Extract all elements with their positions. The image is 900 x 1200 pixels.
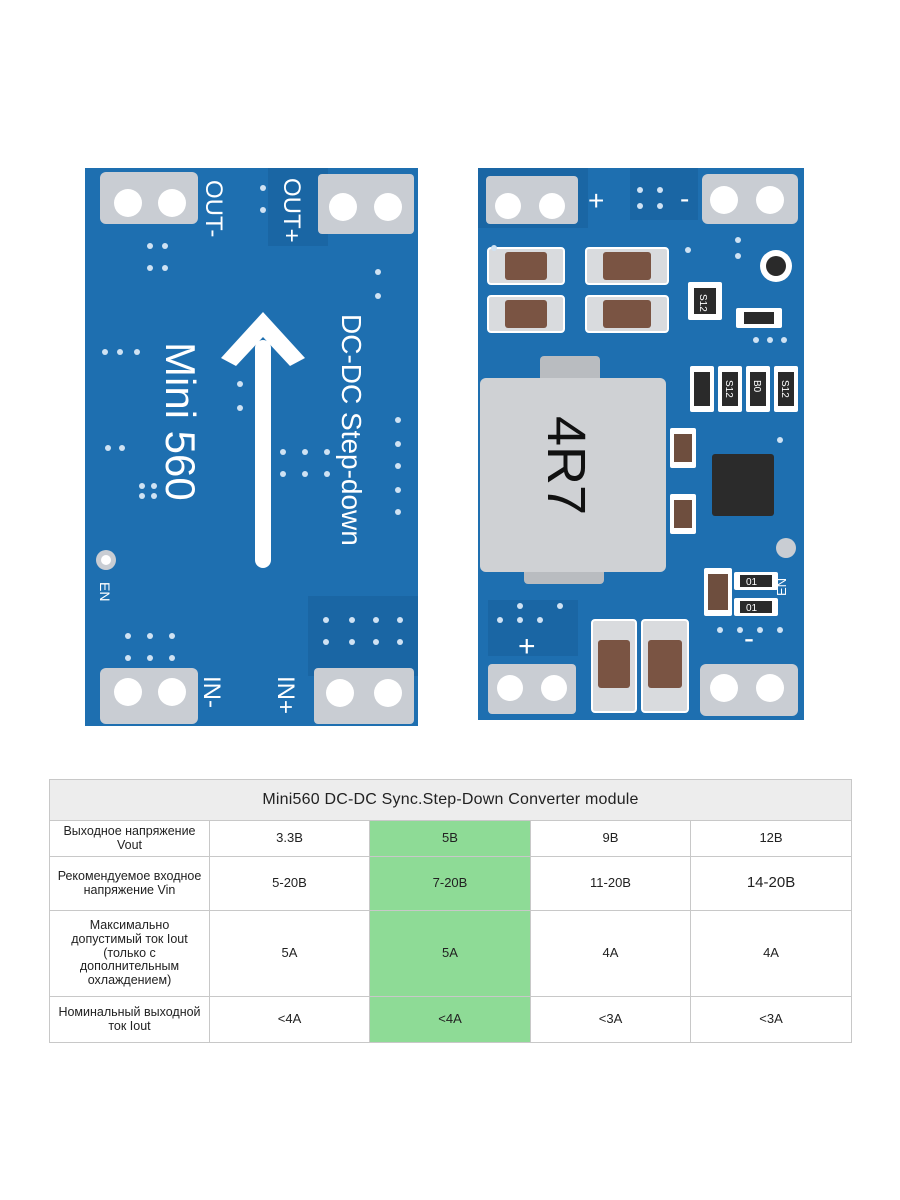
- row-label-vout: Выходное напряжение Vout: [49, 820, 210, 857]
- table-cell: 4А: [530, 910, 691, 997]
- spec-table: Mini560 DC-DC Sync.Step-Down Converter m…: [48, 779, 853, 1043]
- inductor-mark: 4R7: [536, 416, 596, 515]
- resistor-marks: S12 S12 B0 S12 01 01: [697, 294, 790, 614]
- pad-out-plus: [318, 174, 414, 234]
- label-in-minus: IN-: [198, 676, 225, 708]
- left-board: OUT- OUT+ IN- IN+ Mini 560 DC-DC Step-do…: [85, 168, 418, 726]
- svg-text:S12: S12: [779, 380, 790, 398]
- mark-plus-bottom: +: [518, 630, 536, 663]
- table-cell: 5А: [209, 910, 370, 997]
- table-cell-highlighted: 7-20В: [369, 856, 531, 911]
- small-components: [591, 250, 798, 713]
- table-cell-highlighted: 5А: [369, 910, 531, 997]
- table-row: Номинальный выходной ток Iout <4А <4А <3…: [49, 996, 853, 1043]
- mark-minus-bottom: -: [744, 622, 754, 655]
- label-in-plus: IN+: [272, 676, 299, 714]
- label-out-minus: OUT-: [200, 180, 227, 237]
- label-model: Mini 560: [157, 342, 204, 501]
- pad-in-plus: [314, 668, 414, 724]
- pad-in-minus: [100, 668, 198, 724]
- table-cell: 14-20В: [689, 856, 853, 911]
- table-cell: 12В: [689, 820, 853, 857]
- mark-minus-top: -: [680, 183, 689, 214]
- mark-plus-top: +: [588, 185, 604, 216]
- pad-out-minus: [100, 172, 198, 224]
- right-board: 4R7: [478, 168, 804, 720]
- table-cell-highlighted: <4А: [369, 996, 531, 1043]
- arrow-up-icon: [221, 312, 305, 568]
- label-out-plus: OUT+: [278, 178, 305, 243]
- capacitors-top: [487, 247, 669, 333]
- table-row: Максимально допустимый ток Iout (только …: [49, 910, 853, 997]
- table-cell: 4А: [689, 910, 853, 997]
- svg-text:01: 01: [746, 603, 758, 614]
- left-vias: [102, 185, 403, 661]
- product-photo: OUT- OUT+ IN- IN+ Mini 560 DC-DC Step-do…: [85, 168, 804, 726]
- table-row: Рекомендуемое входное напряжение Vin 5-2…: [49, 856, 853, 911]
- svg-text:S12: S12: [697, 294, 708, 312]
- table-cell: 9В: [530, 820, 691, 857]
- svg-text:S12: S12: [723, 380, 734, 398]
- table-cell-highlighted: 5В: [369, 820, 531, 857]
- row-label-vin: Рекомендуемое входное напряжение Vin: [49, 856, 210, 911]
- right-vias: [491, 187, 787, 633]
- label-en-left: EN: [97, 582, 113, 601]
- label-subtitle: DC-DC Step-down: [336, 314, 367, 546]
- table-row: Выходное напряжение Vout 3.3В 5В 9В 12В: [49, 820, 853, 857]
- row-label-max-iout: Максимально допустимый ток Iout (только …: [49, 910, 210, 997]
- table-cell: 5-20В: [209, 856, 370, 911]
- table-cell: <3А: [689, 996, 853, 1043]
- table-title: Mini560 DC-DC Sync.Step-Down Converter m…: [48, 779, 853, 821]
- table-cell: <4А: [209, 996, 370, 1043]
- table-cell: <3А: [530, 996, 691, 1043]
- label-en-right: EN: [774, 578, 789, 596]
- table-cell: 3.3В: [209, 820, 370, 857]
- inductor: 4R7: [480, 356, 666, 584]
- en-pad-right: [776, 538, 796, 558]
- converter-ic: [712, 454, 774, 516]
- table-cell: 11-20В: [530, 856, 691, 911]
- svg-text:01: 01: [746, 577, 758, 588]
- svg-text:B0: B0: [751, 380, 762, 393]
- row-label-nominal-iout: Номинальный выходной ток Iout: [49, 996, 210, 1043]
